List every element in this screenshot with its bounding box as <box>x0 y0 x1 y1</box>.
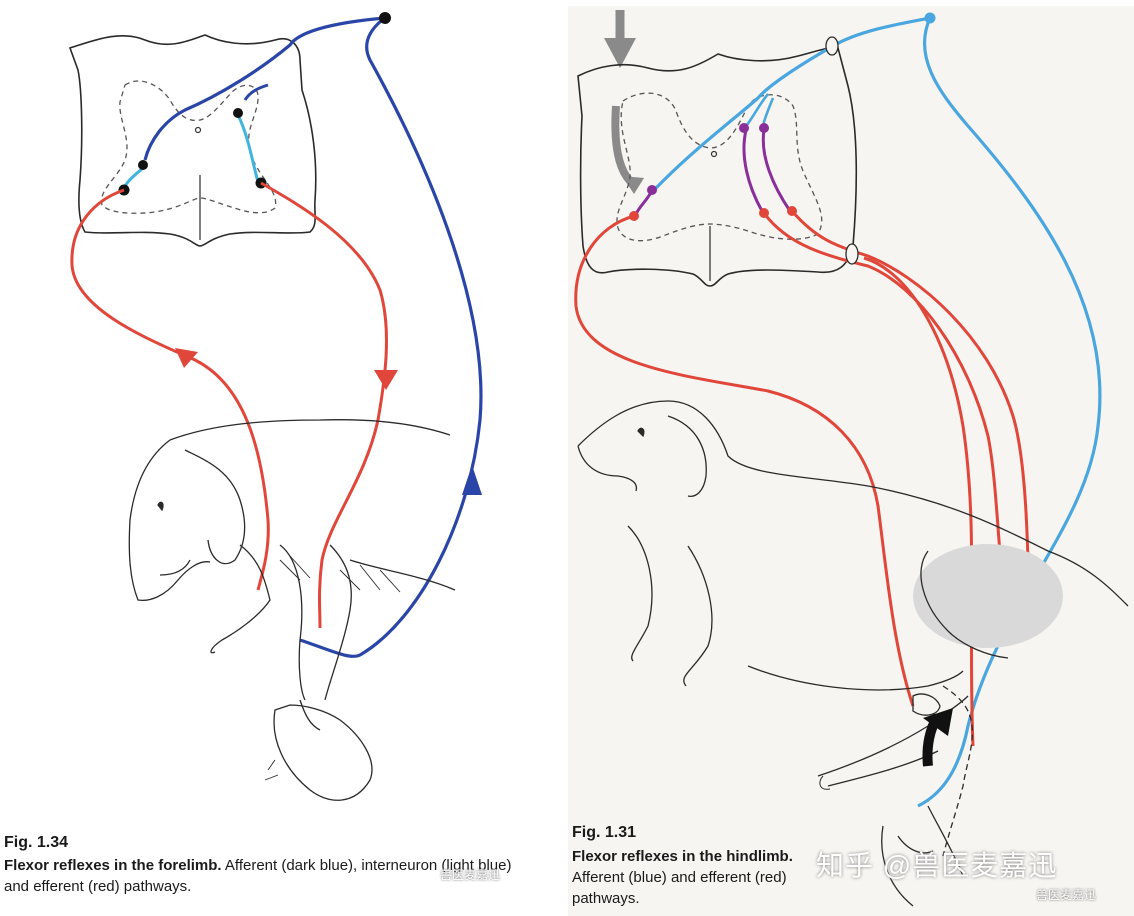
grey-matter-outline-hindlimb <box>616 92 823 242</box>
watermark-large-right: 知乎 @兽医麦嘉迅 <box>816 850 1058 881</box>
interneuron-left <box>122 166 144 189</box>
caption-hindlimb: Flexor reflexes in the hindlimb. Afferen… <box>572 846 872 909</box>
hindlimb-reflex-diagram <box>574 10 1129 907</box>
dorsal-root-cut <box>825 36 839 56</box>
interneuron-purple-cell-right <box>759 123 769 133</box>
forelimb-figure-panel: Fig. 1.34 Flexor reflexes in the forelim… <box>0 0 560 916</box>
caption-forelimb: Flexor reflexes in the forelimb. Afferen… <box>4 855 556 897</box>
afferent-branches-hindlimb <box>745 93 775 127</box>
afferent-dorsal-root-hindlimb <box>648 16 931 196</box>
afferent-ganglion-dot <box>379 12 391 24</box>
gray-inhibitory-arrowhead <box>622 176 644 194</box>
hindlimb-figure-panel: Fig. 1.31 Flexor reflexes in the hindlim… <box>568 6 1134 916</box>
interneuron-purple-right <box>761 129 792 212</box>
thigh-muscle-shade <box>913 544 1063 648</box>
gray-inhibitory-arrow <box>611 105 634 184</box>
efferent-pathway-red-right <box>260 181 388 629</box>
afferent-pathway-dark-blue <box>299 16 483 658</box>
efferent-red-mid-hindlimb <box>762 212 1010 627</box>
grey-matter-outline <box>100 80 277 214</box>
afferent-dorsal-root <box>143 16 386 161</box>
afferent-ganglion-dot-hindlimb <box>924 12 936 24</box>
interneuron-purple-left <box>634 193 652 215</box>
interneuron-right <box>236 114 260 183</box>
ventral-root-cut <box>845 243 859 265</box>
central-canal-hindlimb <box>710 150 718 158</box>
dog-illustration-forelimb <box>128 419 456 801</box>
interneuron-purple-cell-left <box>647 185 657 195</box>
efferent-red-right-hindlimb <box>790 210 1032 637</box>
interneuron-purple-cell-mid <box>739 123 749 133</box>
interneuron-cell-body-right <box>233 108 243 118</box>
efferent-red-long-hindlimb <box>863 256 975 747</box>
stimulus-black-arrowhead <box>923 708 953 736</box>
afferent-branch-contralateral <box>243 83 269 101</box>
efferent-arrowhead-right <box>374 370 398 390</box>
watermark-small-right: 兽医麦嘉迅 <box>1036 888 1097 902</box>
efferent-arrowhead-left <box>175 348 198 368</box>
caption-body-hindlimb-2: pathways. <box>572 890 640 907</box>
dog-illustration-hindlimb <box>577 400 1129 907</box>
afferent-arrowhead <box>462 465 482 495</box>
caption-body-forelimb-2: and efferent (red) pathways. <box>4 878 192 895</box>
fig-number-forelimb: Fig. 1.34 <box>4 834 69 851</box>
fig-number-hindlimb: Fig. 1.31 <box>572 824 637 841</box>
gray-descending-arrowhead <box>604 38 636 68</box>
spinal-cord-outline <box>68 34 317 247</box>
watermark-small-left: 兽医麦嘉迅 <box>440 868 501 882</box>
caption-title-forelimb: Flexor reflexes in the forelimb. <box>4 857 222 874</box>
central-canal <box>194 126 202 134</box>
forelimb-reflex-diagram <box>68 12 483 801</box>
afferent-pathway-blue <box>917 17 1102 808</box>
interneuron-purple-mid <box>742 129 764 212</box>
efferent-pathway-red-left <box>70 188 270 591</box>
caption-title-hindlimb: Flexor reflexes in the hindlimb. <box>572 848 793 865</box>
interneuron-cell-body-left <box>138 160 148 170</box>
caption-body-forelimb-1: Afferent (dark blue), interneuron (light… <box>224 857 512 874</box>
spinal-cord-outline-hindlimb <box>577 46 858 287</box>
caption-body-hindlimb-1: Afferent (blue) and efferent (red) <box>572 869 787 886</box>
efferent-red-left-hindlimb <box>574 214 915 707</box>
